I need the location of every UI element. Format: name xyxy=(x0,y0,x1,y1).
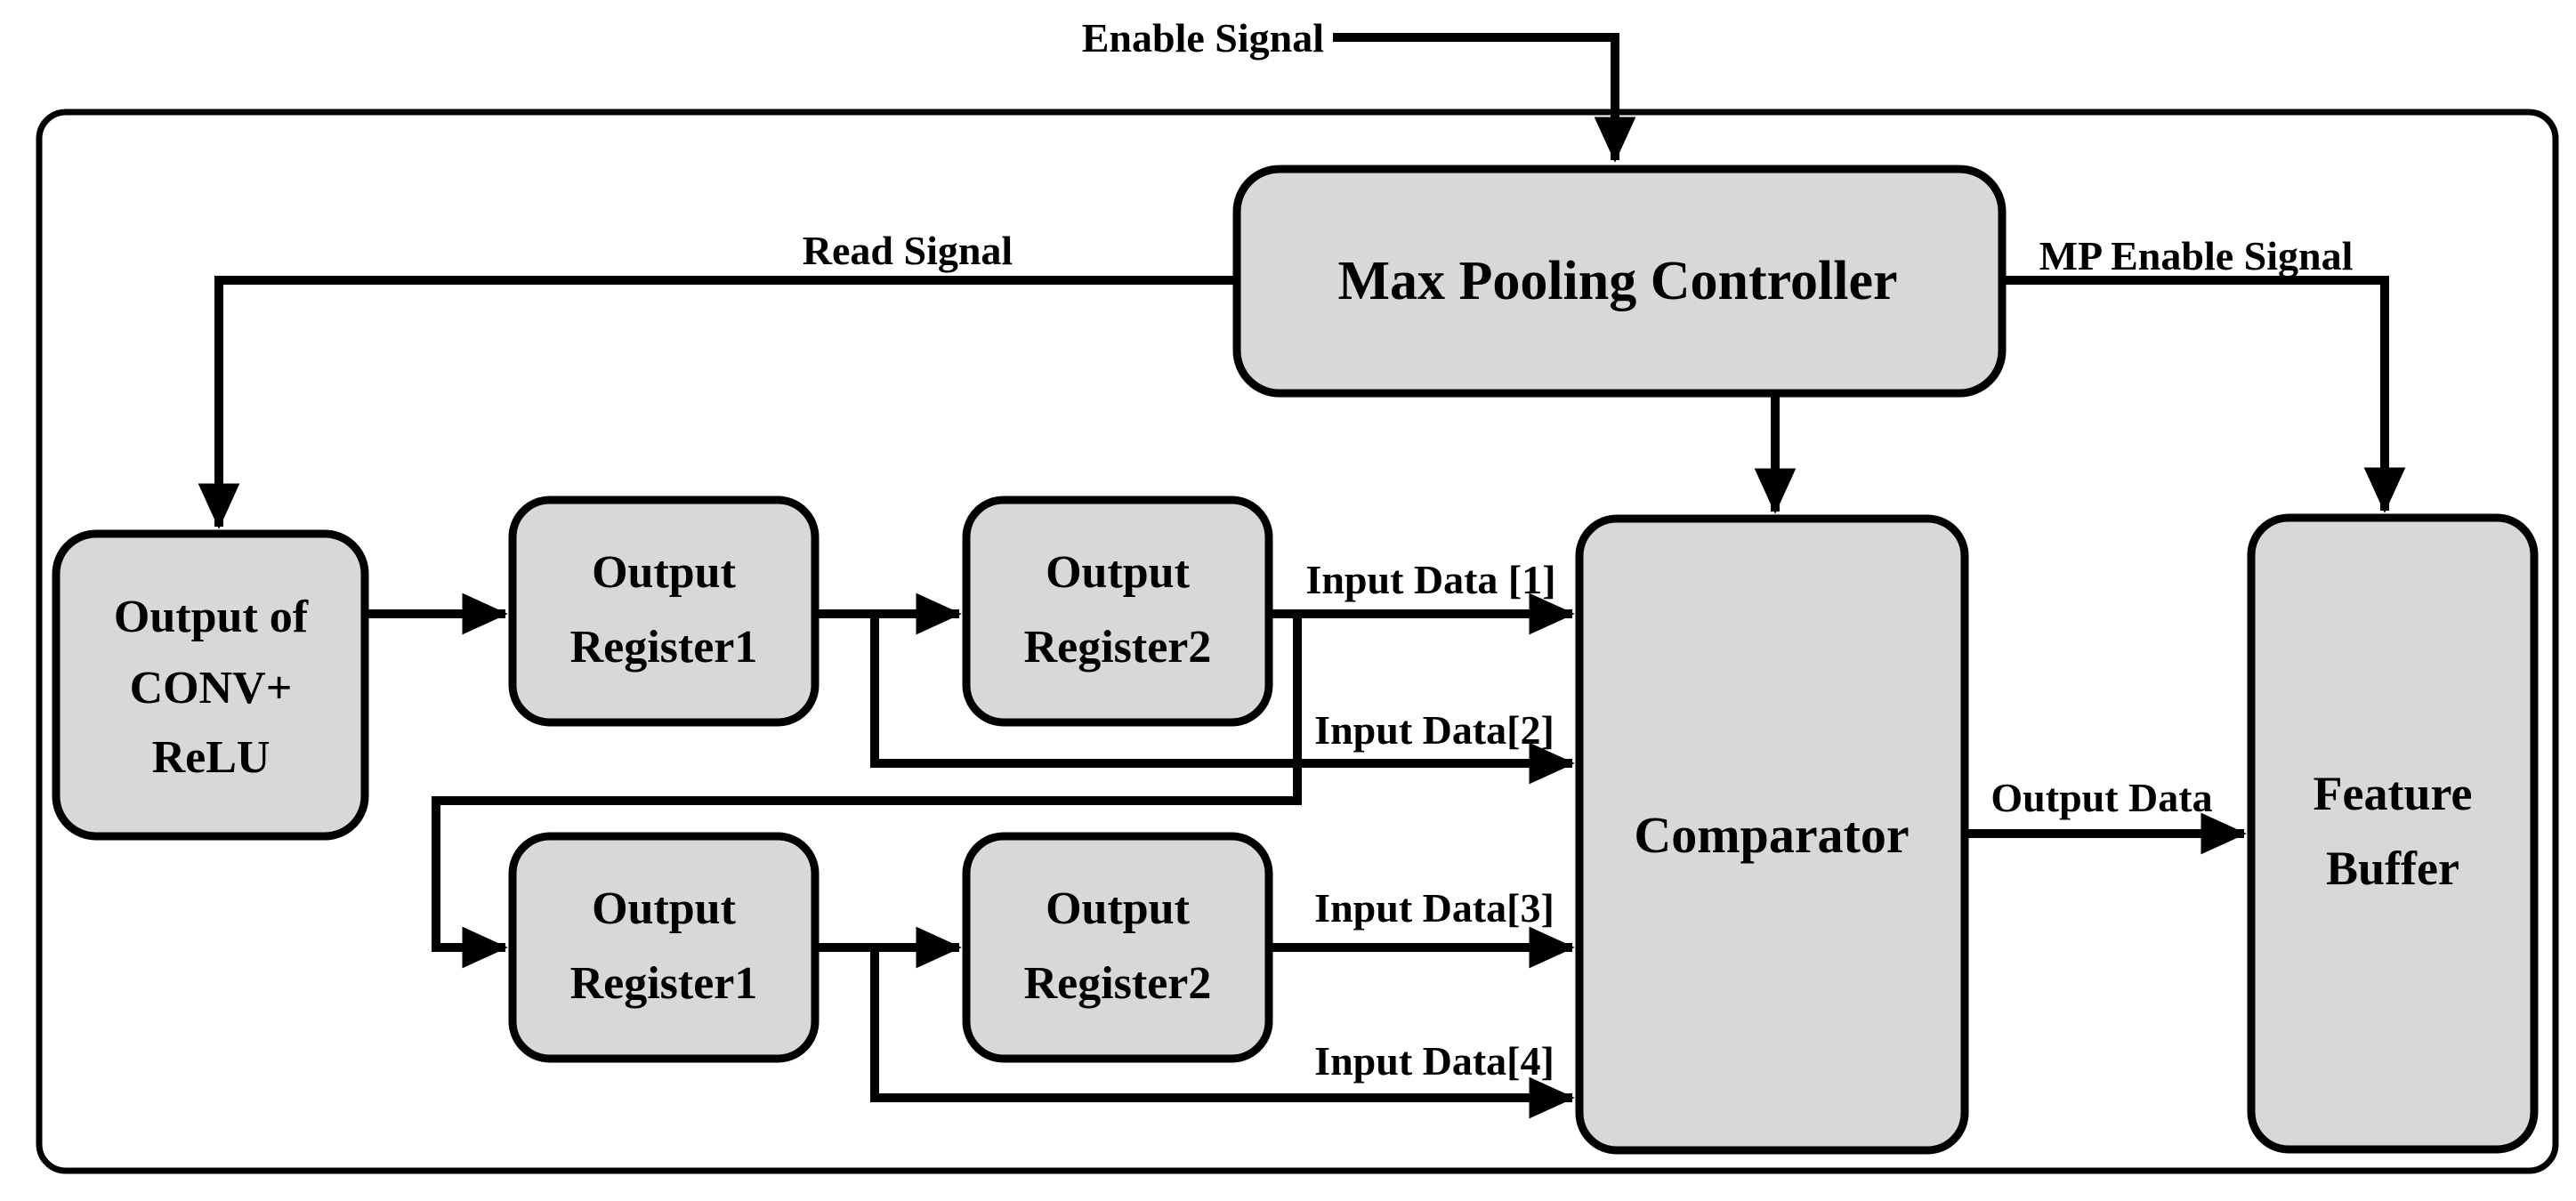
register2-bottom-label-line1: Output xyxy=(1046,883,1191,934)
output-of-conv-relu-block xyxy=(52,529,369,841)
output-register2-bottom-block xyxy=(962,832,1273,1063)
output-register1-bottom-block xyxy=(508,832,820,1063)
input-data-2-label: Input Data[2] xyxy=(1314,707,1554,753)
conv-relu-label-line1: Output of xyxy=(114,592,309,642)
read-signal-wire xyxy=(198,276,1237,529)
feature-buffer-label-line2: Buffer xyxy=(2326,842,2459,895)
input-data-1-label: Input Data [1] xyxy=(1305,557,1555,602)
feature-buffer-block xyxy=(2247,513,2539,1154)
max-pooling-controller-block xyxy=(1232,165,2007,398)
conv-relu-label-line2: CONV+ xyxy=(130,663,293,713)
comparator-label: Comparator xyxy=(1634,806,1909,864)
output-register2-top-block xyxy=(962,496,1273,727)
register1-bottom-label-line1: Output xyxy=(592,883,737,934)
input-data-3-label: Input Data[3] xyxy=(1314,885,1554,931)
enable-signal-label: Enable Signal xyxy=(1082,15,1324,60)
register1-top-label-line2: Register1 xyxy=(570,622,758,673)
register1-top-label-line1: Output xyxy=(592,547,737,598)
input-data-4-label: Input Data[4] xyxy=(1314,1038,1554,1084)
blocks xyxy=(52,165,2539,1155)
system-boundary xyxy=(36,109,2559,1174)
comparator-block xyxy=(1575,514,1969,1155)
register2-top-label-line1: Output xyxy=(1046,547,1191,598)
mp-enable-signal-label: MP Enable Signal xyxy=(2039,233,2354,278)
signal-wires xyxy=(198,33,2406,1119)
feature-buffer-label-line1: Feature xyxy=(2314,767,2473,820)
output-register1-top-block xyxy=(508,496,820,727)
read-signal-label: Read Signal xyxy=(803,228,1013,273)
feedback-to-register1-bottom-wire xyxy=(432,614,1302,969)
input-data-2-wire xyxy=(870,614,1575,785)
register1-bottom-label-line2: Register1 xyxy=(570,958,758,1009)
output-data-label: Output Data xyxy=(1991,775,2212,820)
mp-enable-signal-wire xyxy=(2002,276,2406,513)
enable-signal-wire xyxy=(1333,33,1636,163)
max-pooling-controller-label: Max Pooling Controller xyxy=(1337,251,1897,311)
conv-relu-label-line3: ReLU xyxy=(152,732,271,783)
register2-bottom-label-line2: Register2 xyxy=(1024,958,1212,1009)
register2-top-label-line2: Register2 xyxy=(1024,622,1212,673)
input-data-4-wire xyxy=(870,947,1575,1119)
